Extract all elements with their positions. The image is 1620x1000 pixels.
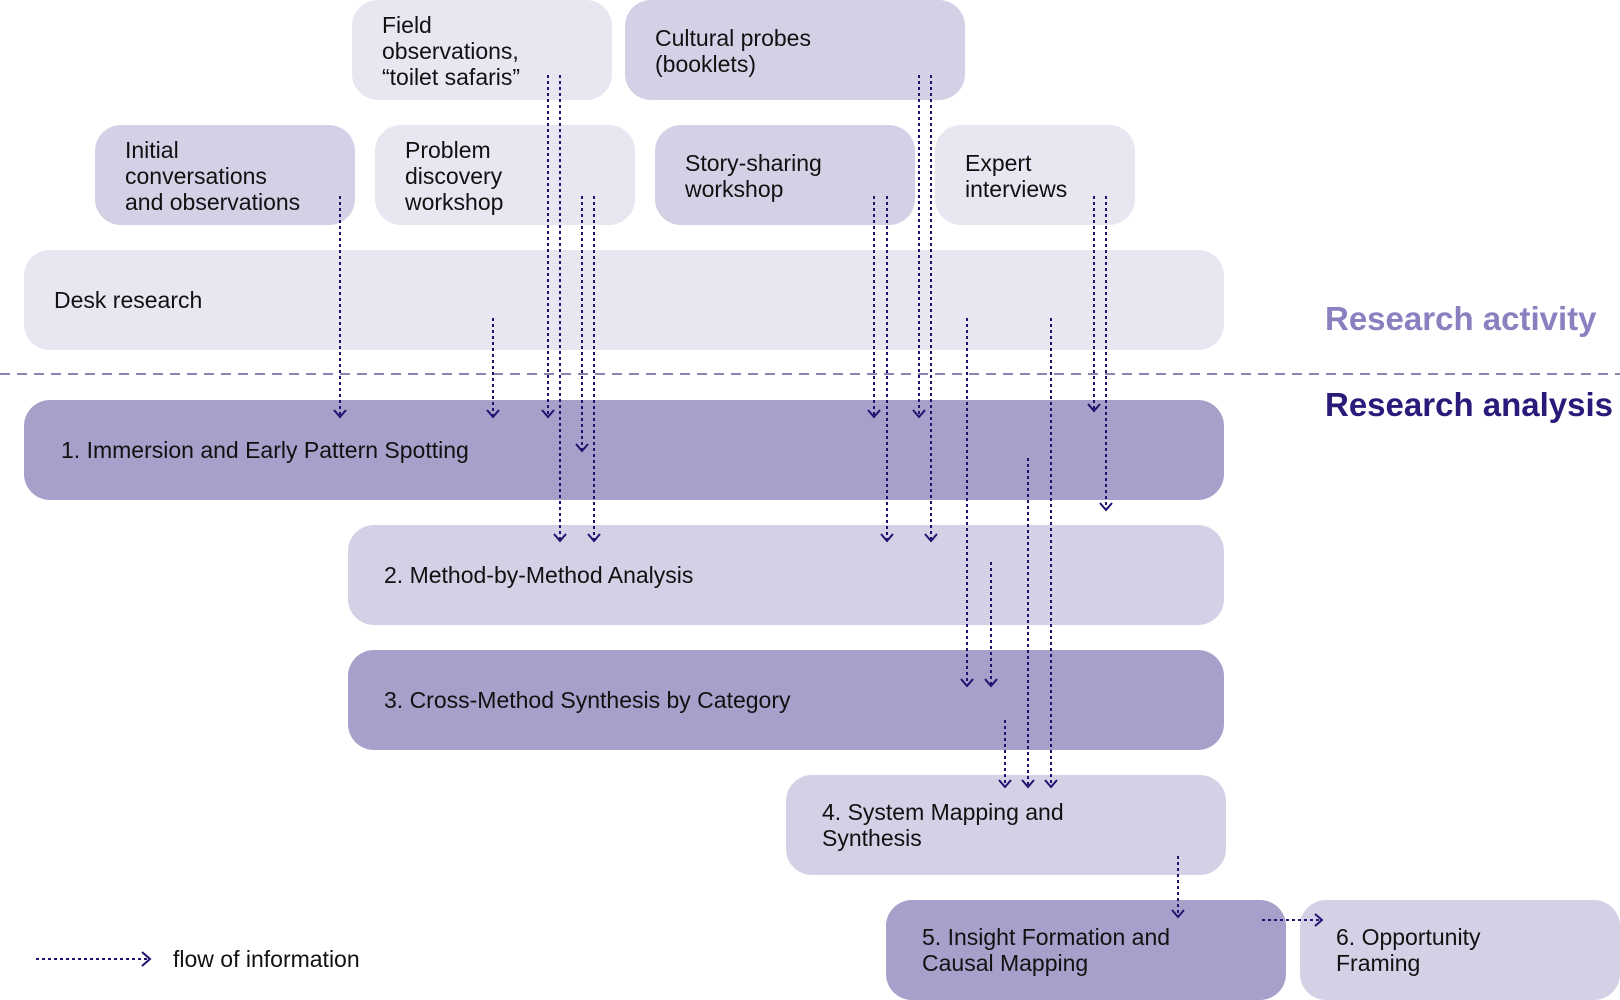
- flow-arrow: [575, 196, 589, 453]
- stage-3-label: 3. Cross-Method Synthesis by Category: [384, 687, 791, 713]
- activity-problem-discovery-label: Problem discovery workshop: [405, 137, 504, 215]
- stage-1-label: 1. Immersion and Early Pattern Spotting: [61, 437, 469, 463]
- flow-arrow: [1044, 318, 1058, 789]
- flow-arrow: [867, 196, 881, 419]
- stage-3-box: 3. Cross-Method Synthesis by Category: [348, 650, 1224, 750]
- legend-label: flow of information: [173, 946, 360, 972]
- activity-field-observations-label: Field observations, “toilet safaris”: [382, 12, 521, 90]
- activity-desk-research-label: Desk research: [54, 287, 203, 313]
- flow-arrow: [1099, 196, 1113, 512]
- flow-arrow: [880, 196, 894, 543]
- activity-initial-conversations-label: Initial conversations and observations: [125, 137, 301, 215]
- research-activity-title: Research activity: [1325, 300, 1597, 337]
- activity-cultural-probes-label: Cultural probes (booklets): [655, 25, 811, 77]
- information-flow-arrows: [333, 75, 1324, 927]
- flow-arrow: [1262, 913, 1324, 927]
- stage-5-box: 5. Insight Formation and Causal Mapping: [886, 900, 1286, 1000]
- flow-arrow: [541, 75, 555, 419]
- activity-initial-conversations: Initial conversations and observations: [95, 125, 355, 225]
- stage-4-box: 4. System Mapping and Synthesis: [786, 775, 1226, 875]
- flow-arrow: [984, 562, 998, 688]
- activity-cultural-probes: Cultural probes (booklets): [625, 0, 965, 100]
- flow-arrow: [1171, 856, 1185, 919]
- activity-desk-research: Desk research: [24, 250, 1224, 350]
- stage-2-box: 2. Method-by-Method Analysis: [348, 525, 1224, 625]
- flow-arrow: [1021, 458, 1035, 789]
- stage-2-label: 2. Method-by-Method Analysis: [384, 562, 694, 588]
- stage-6-label: 6. Opportunity Framing: [1336, 924, 1481, 976]
- activity-story-sharing: Story-sharing workshop: [655, 125, 915, 225]
- legend-arrow: [36, 951, 152, 967]
- flow-arrow: [960, 318, 974, 688]
- stage-5-label: 5. Insight Formation and Causal Mapping: [922, 924, 1171, 976]
- flow-arrow: [998, 720, 1012, 789]
- activity-problem-discovery: Problem discovery workshop: [375, 125, 635, 225]
- flow-arrow: [924, 75, 938, 543]
- activity-field-observations: Field observations, “toilet safaris”: [352, 0, 612, 100]
- flow-arrow: [587, 196, 601, 543]
- stage-6-box: 6. Opportunity Framing: [1300, 900, 1620, 1000]
- stage-4-label: 4. System Mapping and Synthesis: [822, 799, 1064, 851]
- flow-arrow: [486, 318, 500, 419]
- flow-arrow: [912, 75, 926, 419]
- stage-1-box: 1. Immersion and Early Pattern Spotting: [24, 400, 1224, 500]
- research-analysis-title: Research analysis: [1325, 386, 1614, 423]
- activity-story-sharing-label: Story-sharing workshop: [685, 150, 822, 202]
- flow-arrow: [1087, 196, 1101, 413]
- flow-arrow: [333, 196, 347, 419]
- activity-expert-interviews-label: Expert interviews: [965, 150, 1068, 202]
- activity-expert-interviews: Expert interviews: [935, 125, 1135, 225]
- flow-arrow: [553, 75, 567, 543]
